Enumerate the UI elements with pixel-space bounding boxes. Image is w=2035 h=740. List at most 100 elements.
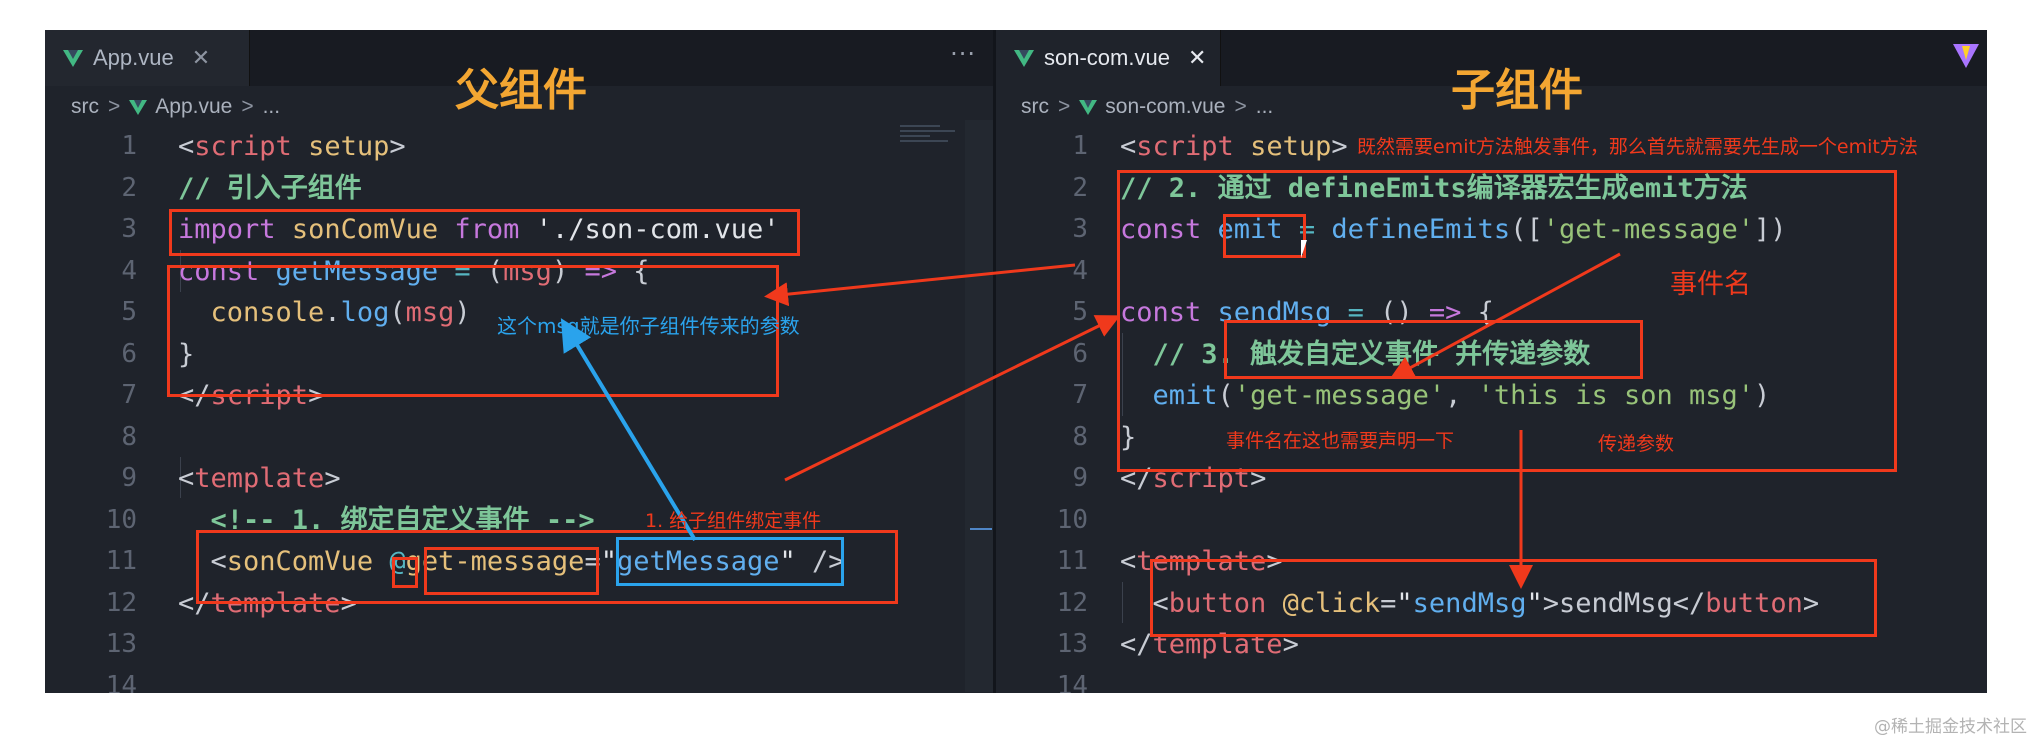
- code-token: const: [1120, 297, 1202, 328]
- code-token: // 引入子组件: [178, 172, 362, 204]
- line-number: 11: [105, 546, 137, 576]
- code-token: =: [1298, 214, 1316, 245]
- tab-app-vue[interactable]: App.vue ✕: [45, 30, 250, 86]
- code-token: ": [779, 546, 796, 577]
- code-text: // 引入子组件: [178, 168, 362, 210]
- breadcrumb-item-file[interactable]: App.vue: [155, 95, 233, 118]
- line-number: 9: [1072, 463, 1088, 493]
- code-token: <: [1120, 131, 1137, 162]
- mouse-cursor-icon: [1301, 240, 1307, 258]
- breadcrumb-item-src[interactable]: src: [1021, 95, 1049, 118]
- line-number: 6: [121, 338, 137, 369]
- code-line[interactable]: 13: [45, 624, 996, 666]
- arrow-emit-to-parent-handler: [764, 263, 1076, 307]
- code-token: >: [1331, 131, 1348, 162]
- watermark: @稀土掘金技术社区: [1874, 717, 2027, 737]
- indent-guide: [180, 457, 181, 498]
- code-token: script: [1136, 131, 1234, 162]
- code-token: script: [1152, 463, 1251, 494]
- code-token: ]): [1754, 214, 1787, 245]
- code-line[interactable]: 8: [45, 417, 996, 459]
- code-text: }: [178, 334, 194, 376]
- breadcrumb-item-src[interactable]: src: [71, 95, 99, 118]
- highlight-handler-name: [616, 537, 844, 586]
- code-token: log: [340, 297, 390, 328]
- more-icon[interactable]: ···: [950, 40, 976, 68]
- code-line[interactable]: 14: [996, 666, 1987, 694]
- code-token: @click: [1282, 587, 1381, 619]
- line-number: 6: [1072, 338, 1088, 369]
- close-icon[interactable]: ✕: [1187, 45, 1207, 71]
- tab-son-com-vue[interactable]: son-com.vue ✕: [996, 30, 1221, 86]
- line-number: 14: [1056, 670, 1088, 694]
- chevron-right-icon: >: [1058, 95, 1071, 118]
- line-number: 4: [1072, 255, 1088, 286]
- code-line[interactable]: 4: [996, 251, 1987, 293]
- minimap[interactable]: [900, 122, 970, 162]
- line-number: 10: [1056, 504, 1088, 535]
- code-line[interactable]: 2// 2. 通过 defineEmits编译器宏生成emit方法: [996, 168, 1987, 210]
- line-number: 8: [1072, 421, 1088, 452]
- line-number: 7: [121, 380, 137, 410]
- code-line[interactable]: 1<script setup>: [45, 126, 996, 168]
- code-line[interactable]: 7 emit('get-message', 'this is son msg'): [996, 375, 1987, 417]
- code-line[interactable]: 8}: [996, 417, 1987, 459]
- line-number: 13: [105, 629, 137, 659]
- breadcrumb-item-file[interactable]: son-com.vue: [1105, 95, 1226, 118]
- code-line[interactable]: 1<script setup>: [996, 126, 1987, 168]
- code-line[interactable]: 9<template>: [45, 458, 996, 500]
- annotation-bind-event: 1. 给子组件绑定事件: [645, 510, 822, 532]
- indent-guide: [1122, 333, 1123, 416]
- breadcrumb-item-symbol[interactable]: ...: [1255, 95, 1274, 118]
- line-number: 1: [1072, 131, 1088, 161]
- line-number: 13: [1056, 629, 1088, 659]
- code-token: setup: [308, 131, 390, 162]
- code-token: template: [194, 463, 325, 494]
- code-line[interactable]: 2// 引入子组件: [45, 168, 996, 210]
- line-number: 10: [105, 504, 137, 535]
- chevron-right-icon: >: [108, 95, 121, 118]
- split-divider[interactable]: [993, 30, 996, 693]
- code-line[interactable]: 5 console.log(msg): [45, 292, 996, 334]
- arrow-event-name: [1389, 252, 1621, 379]
- vite-icon[interactable]: [1953, 44, 1979, 68]
- line-number: 7: [1072, 380, 1088, 410]
- code-text: // 2. 通过 defineEmits编译器宏生成emit方法: [1120, 168, 1748, 210]
- code-line[interactable]: 10: [996, 500, 1987, 542]
- arrow-handler-to-msg: [560, 318, 697, 542]
- indent-guide: [180, 250, 181, 292]
- code-line[interactable]: 11 <sonComVue @get-message="getMessage" …: [45, 541, 996, 583]
- left-editor-pane[interactable]: App.vue ✕ ··· src > App.vue > ... 父组件 1<…: [45, 30, 996, 693]
- code-token: // 2. 通过 defineEmits编译器宏生成emit方法: [1120, 172, 1748, 204]
- highlight-emit-identifier: [1223, 214, 1306, 258]
- chevron-right-icon: >: [241, 95, 254, 118]
- code-token: ": [1396, 587, 1413, 619]
- code-token: 'get-message': [1233, 380, 1446, 411]
- code-token: ,: [1445, 380, 1478, 411]
- line-number: 5: [121, 297, 137, 327]
- code-line[interactable]: 12 <button @click="sendMsg">sendMsg</but…: [996, 583, 1987, 625]
- code-text: }: [1120, 417, 1136, 459]
- highlight-trigger-comment: [1224, 320, 1643, 379]
- code-line[interactable]: 14: [45, 666, 996, 694]
- code-text: import sonComVue from './son-com.vue': [178, 209, 780, 251]
- line-number: 5: [1072, 297, 1088, 327]
- code-token: <: [178, 463, 195, 494]
- close-icon[interactable]: ✕: [191, 45, 211, 71]
- code-line[interactable]: 6}: [45, 334, 996, 376]
- tab-label: son-com.vue: [1044, 45, 1170, 70]
- scrollbar[interactable]: [965, 120, 995, 692]
- code-token: from: [454, 214, 520, 245]
- code-text: <sonComVue @get-message="getMessage" />: [178, 541, 845, 583]
- highlight-getmessage-function: [167, 265, 779, 397]
- code-text: <template>: [178, 458, 341, 500]
- line-number: 3: [1072, 214, 1088, 244]
- code-token: >: [324, 463, 341, 494]
- chevron-right-icon: >: [1234, 95, 1247, 118]
- breadcrumb-item-symbol[interactable]: ...: [262, 95, 281, 118]
- code-token: ([: [1510, 214, 1543, 245]
